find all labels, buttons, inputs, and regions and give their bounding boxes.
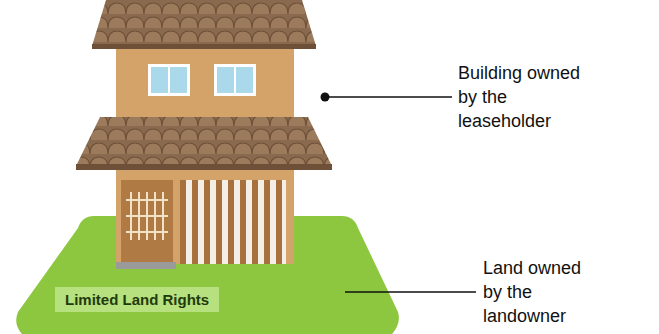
window-pane [151, 67, 168, 93]
upper-roof [92, 0, 316, 46]
callout-text: Building owned by the leaseholder [458, 61, 593, 133]
doorstep [116, 262, 176, 269]
lower-roof [76, 117, 332, 166]
window-pane [217, 67, 234, 93]
upper-eave [92, 44, 316, 49]
callout-text: Land owned by the landowner [483, 256, 588, 328]
window [148, 64, 190, 96]
leader-line [345, 291, 476, 293]
door-lattice [126, 192, 168, 240]
slats [180, 180, 282, 264]
slat-window [180, 180, 286, 264]
lattice-door [121, 180, 173, 262]
lower-wall [116, 170, 294, 264]
window-pane [170, 67, 187, 93]
land-label: Limited Land Rights [55, 287, 219, 312]
window-pane [236, 67, 253, 93]
window [214, 64, 256, 96]
leader-line [325, 96, 452, 98]
lower-eave [76, 164, 332, 170]
upper-wall [116, 49, 294, 119]
